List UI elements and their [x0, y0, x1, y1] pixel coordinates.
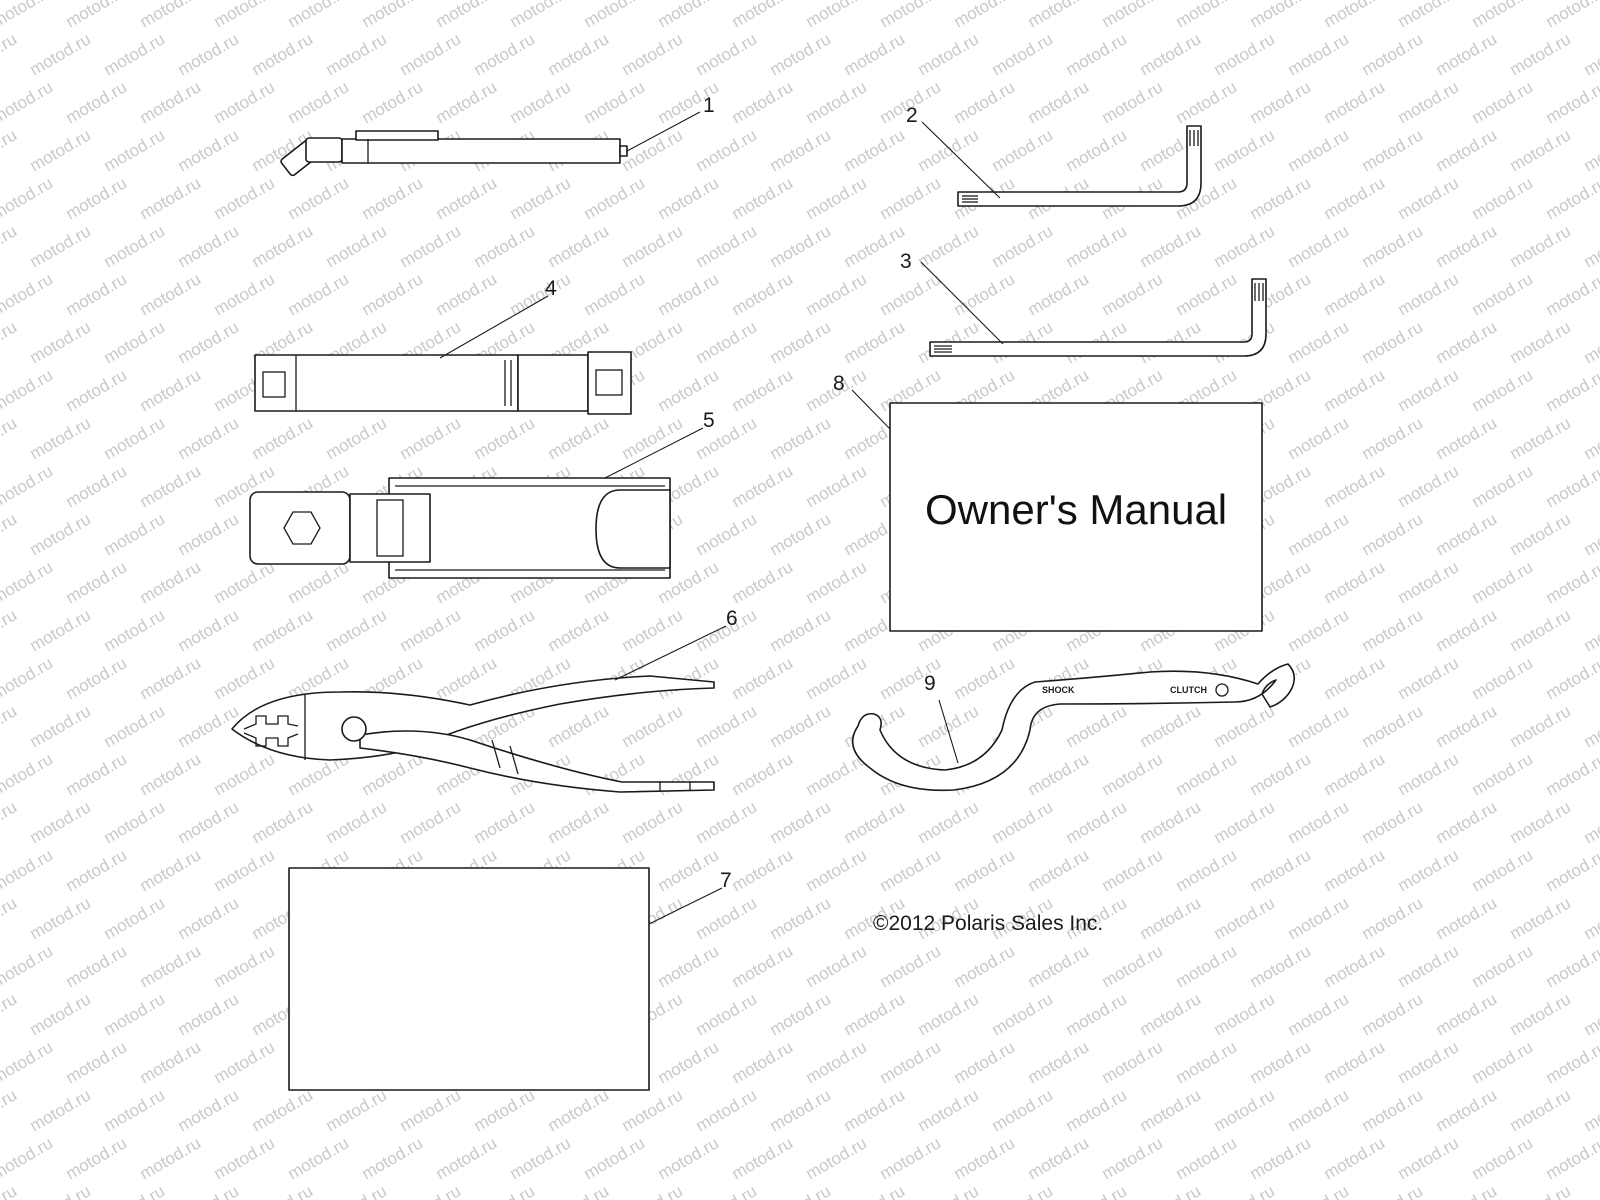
- spanner-label-clutch: CLUTCH: [1170, 685, 1207, 695]
- spanner-label-shock: SHOCK: [1042, 685, 1075, 695]
- part-2-hex-key-short: [957, 125, 1202, 207]
- callout-2: 2: [906, 104, 918, 127]
- part-3-hex-key-long: [929, 278, 1267, 357]
- callout-4: 4: [545, 277, 557, 300]
- part-1-pressure-gauge: [280, 130, 628, 177]
- manual-title: Owner's Manual: [925, 486, 1227, 533]
- callout-8: 8: [833, 372, 845, 395]
- callout-9: 9: [924, 672, 936, 695]
- part-9-spanner-wrench: SHOCK CLUTCH: [851, 663, 1296, 792]
- part-5-spark-plug-wrench: [249, 477, 671, 579]
- callout-6: 6: [726, 607, 738, 630]
- part-7-card: [288, 867, 650, 1091]
- callout-7: 7: [720, 869, 732, 892]
- copyright-notice: ©2012 Polaris Sales Inc.: [873, 912, 1103, 935]
- part-8-owners-manual: [889, 402, 1263, 632]
- callout-5: 5: [703, 409, 715, 432]
- callout-3: 3: [900, 250, 912, 273]
- part-4-spark-plug-socket: [254, 351, 632, 415]
- callout-1: 1: [703, 94, 715, 117]
- part-6-slip-joint-pliers: [231, 675, 715, 793]
